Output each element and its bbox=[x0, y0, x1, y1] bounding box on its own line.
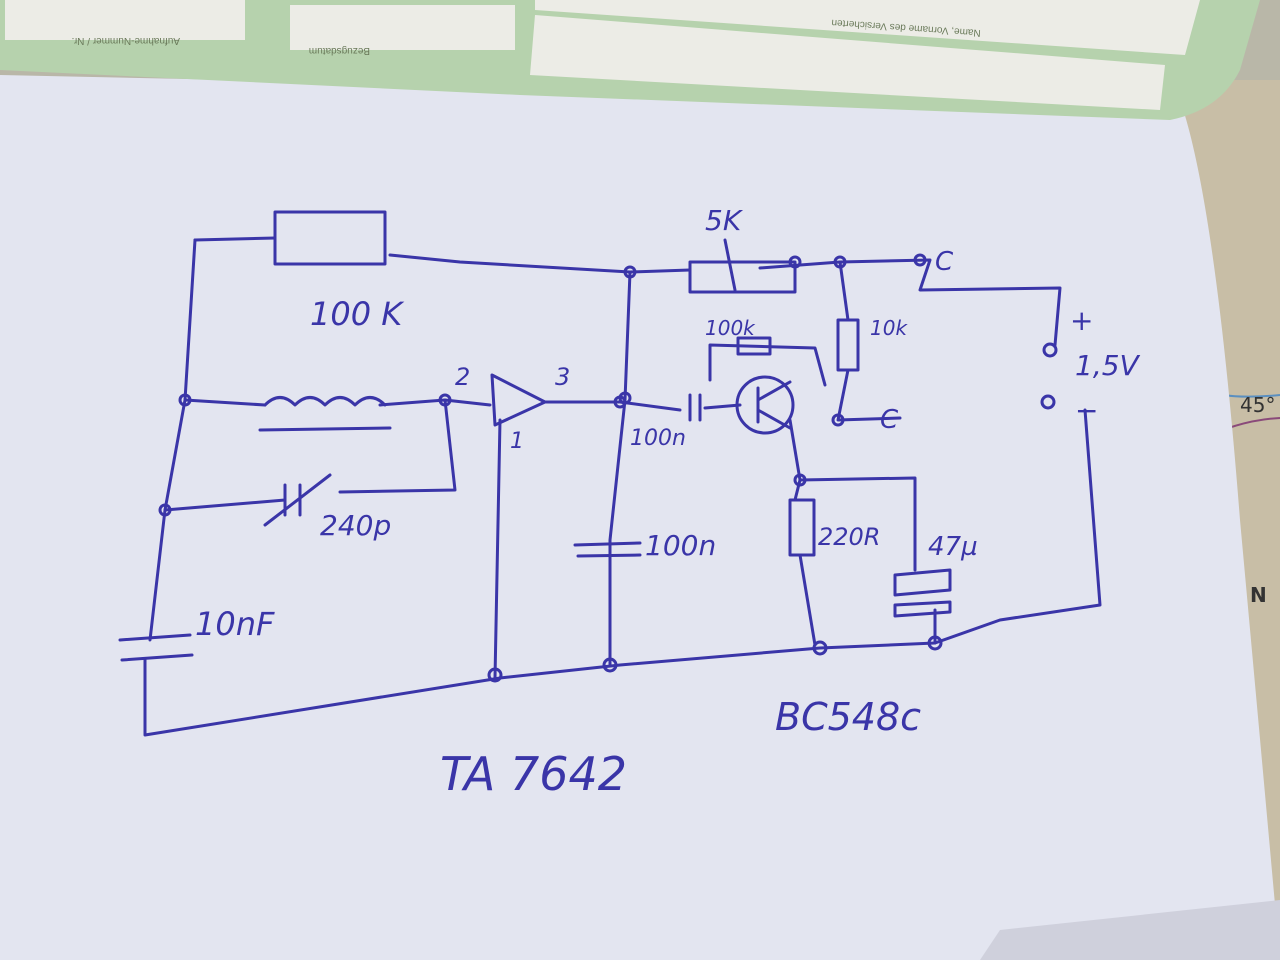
label-r-feedback: 100 K bbox=[310, 295, 405, 333]
paper-shadow bbox=[980, 900, 1280, 960]
potentiometer-5k bbox=[688, 260, 797, 294]
resistor-base bbox=[736, 336, 772, 356]
form-box-4 bbox=[535, 0, 1200, 55]
form-box-2 bbox=[290, 5, 515, 50]
capacitor-couple bbox=[688, 393, 702, 422]
label-r-base: 100k bbox=[705, 316, 756, 340]
transistor bbox=[735, 375, 795, 435]
schematic-labels: 100 K 5K 100k 10k + 1,5V − C C 2 3 1 100… bbox=[195, 204, 1141, 801]
transistor-leads bbox=[756, 380, 792, 430]
ic-amplifier bbox=[490, 373, 547, 427]
label-r-emitter: 220R bbox=[818, 523, 880, 551]
label-pin-out: 3 bbox=[555, 363, 570, 391]
map-angle: 45° bbox=[1240, 393, 1275, 417]
capacitor-10nf bbox=[118, 633, 194, 662]
label-pin-gnd: 1 bbox=[510, 429, 524, 454]
form-label-2: Bezugsdatum bbox=[309, 45, 370, 56]
label-c-decouple: 100n bbox=[645, 529, 716, 562]
capacitor-47u bbox=[893, 568, 952, 618]
label-c-tune: 240p bbox=[320, 509, 391, 542]
label-transistor: BC548c bbox=[775, 695, 921, 739]
pot-wiper bbox=[723, 238, 737, 292]
label-pot: 5K bbox=[705, 204, 744, 237]
variable-capacitor bbox=[263, 473, 332, 527]
inductor bbox=[258, 396, 392, 432]
label-minus: − bbox=[1075, 394, 1098, 427]
label-pin-in: 2 bbox=[455, 363, 470, 391]
form-label-1: Aufnahme-Nummer / Nr. bbox=[72, 35, 180, 46]
form-box-3 bbox=[530, 15, 1165, 110]
label-c-ground: 10nF bbox=[195, 605, 275, 643]
label-supply: 1,5V bbox=[1075, 349, 1141, 382]
capacitor-decouple bbox=[573, 541, 642, 558]
label-plus: + bbox=[1070, 304, 1093, 337]
schematic-components bbox=[118, 210, 1058, 683]
label-out-1: C bbox=[935, 247, 954, 277]
paper-sheet bbox=[0, 75, 1280, 960]
label-c-couple: 100n bbox=[630, 426, 686, 451]
label-out-2: C bbox=[880, 405, 899, 435]
label-r-collector: 10k bbox=[870, 316, 908, 340]
map-north: N bbox=[1250, 583, 1267, 607]
label-ic: TA 7642 bbox=[440, 747, 627, 801]
form-box-1 bbox=[5, 0, 245, 40]
label-c-emitter: 47µ bbox=[928, 532, 978, 562]
resistor-100k bbox=[273, 210, 387, 266]
resistor-220r bbox=[788, 498, 816, 557]
resistor-10k bbox=[836, 318, 860, 372]
junction-dots bbox=[158, 253, 1058, 683]
